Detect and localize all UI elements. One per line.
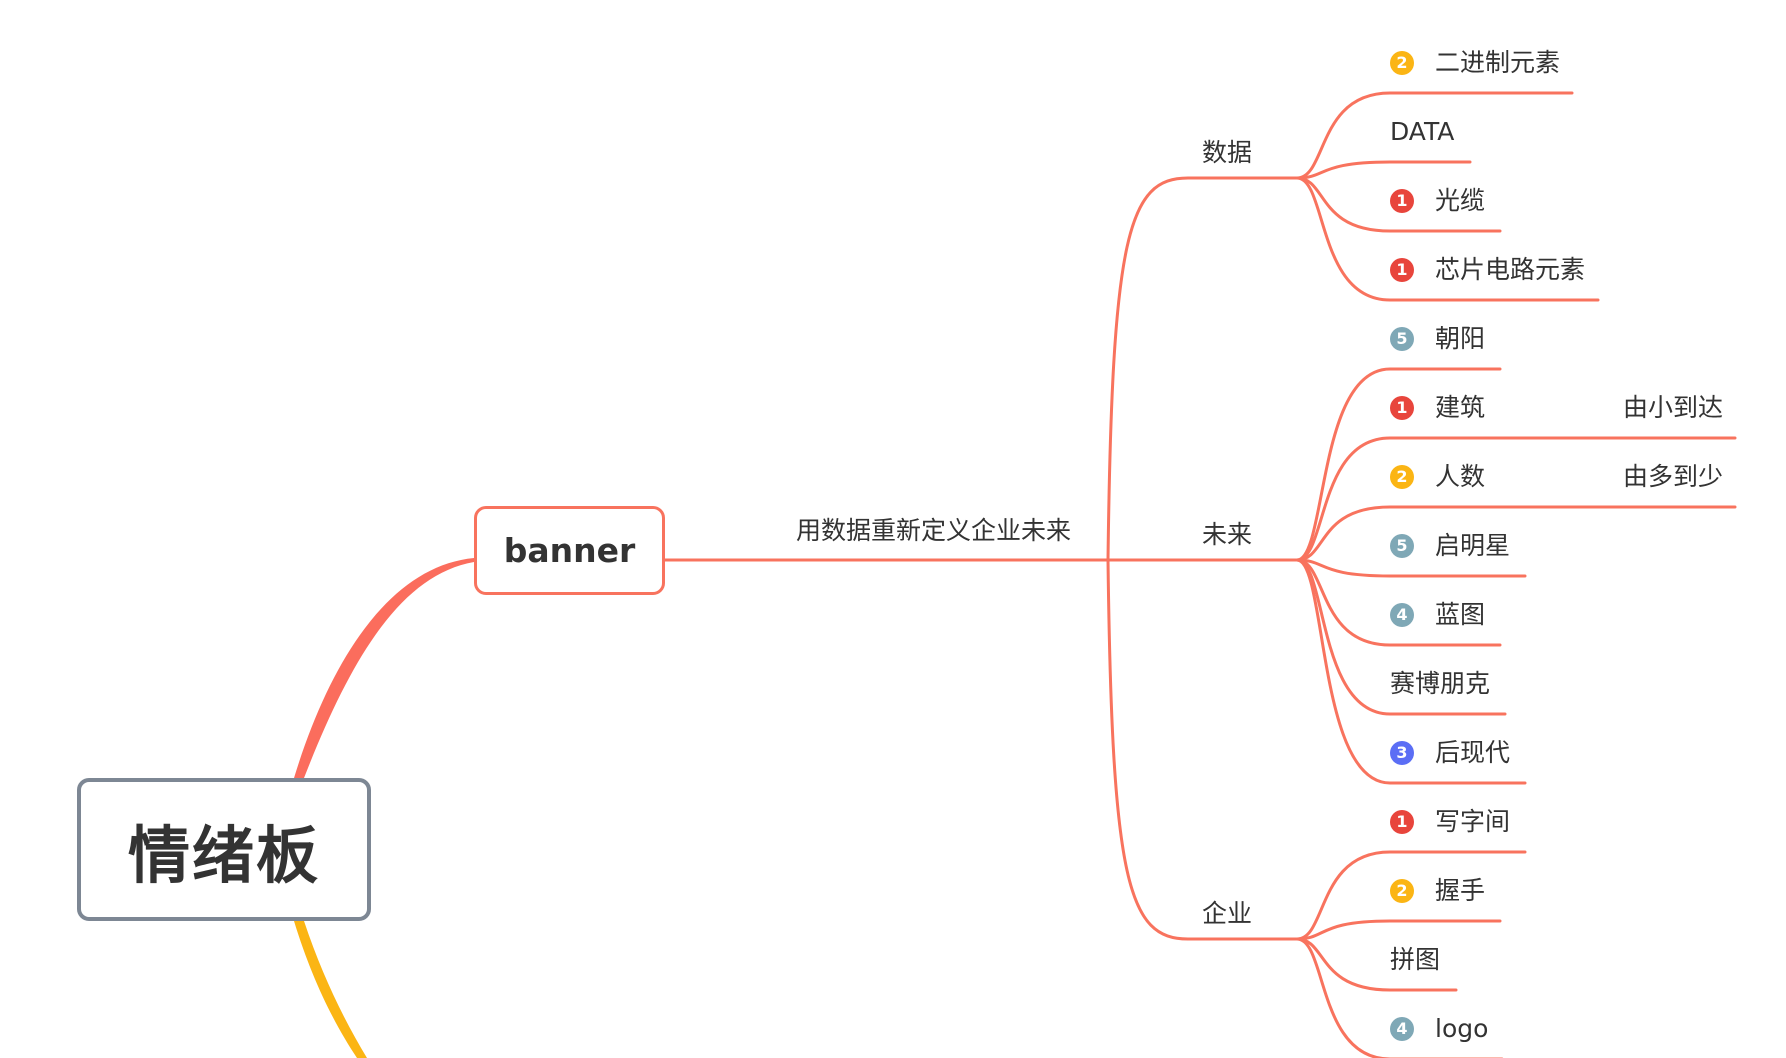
subtopic-connector: [1295, 176, 1502, 233]
subtopic-label[interactable]: 光缆: [1435, 186, 1486, 215]
topic-connector: [1106, 558, 1299, 941]
root-topic[interactable]: 情绪板: [77, 778, 371, 921]
subtopic-label[interactable]: 后现代: [1435, 738, 1511, 767]
priority-1-icon: 1: [1390, 258, 1414, 282]
subtopic-connector: [1295, 558, 1527, 785]
priority-5-icon: 5: [1390, 534, 1414, 558]
subtopic-connector: [1295, 558, 1502, 647]
subtopic-connector: [1295, 850, 1527, 941]
topic-connector: [1106, 176, 1299, 562]
subtopic-connector: [1295, 919, 1502, 941]
subtopic-connector: [1295, 176, 1600, 302]
priority-3-icon: 3: [1390, 741, 1414, 765]
priority-4-icon: 4: [1390, 1017, 1414, 1041]
topic-label[interactable]: 未来: [1202, 520, 1253, 549]
subtopic-label[interactable]: logo: [1435, 1014, 1489, 1043]
banner-relation-label[interactable]: 用数据重新定义企业未来: [796, 516, 1072, 545]
priority-2-icon: 2: [1390, 51, 1414, 75]
banner-topic-label: banner: [503, 531, 636, 570]
subtopic-connector: [1295, 937, 1504, 1058]
subtopic-connector: [1295, 436, 1737, 562]
subtopic-connector: [1295, 91, 1574, 180]
priority-1-icon: 1: [1390, 396, 1414, 420]
subtopic-label[interactable]: 芯片电路元素: [1435, 255, 1586, 284]
priority-2-icon: 2: [1390, 465, 1414, 489]
subtopic-connector: [1295, 937, 1458, 992]
priority-1-icon: 1: [1390, 810, 1414, 834]
subtopic-label[interactable]: 二进制元素: [1435, 48, 1561, 77]
subtopic-label[interactable]: 拼图: [1390, 945, 1441, 974]
priority-4-icon: 4: [1390, 603, 1414, 627]
root-upper-branch: [294, 558, 474, 778]
subtopic-label[interactable]: 朝阳: [1435, 324, 1486, 353]
subtopic-label[interactable]: DATA: [1390, 117, 1455, 146]
subtopic-label[interactable]: 建筑: [1435, 393, 1486, 422]
subtopic-connector: [1295, 505, 1737, 562]
subtopic-label[interactable]: 蓝图: [1435, 600, 1486, 629]
banner-topic[interactable]: banner: [474, 506, 665, 595]
root-lower-branch: [294, 921, 367, 1058]
subtopic-label[interactable]: 握手: [1435, 876, 1486, 905]
subtopic-note[interactable]: 由多到少: [1623, 462, 1724, 491]
subtopic-connector: [1295, 160, 1472, 180]
topic-label[interactable]: 企业: [1202, 899, 1253, 928]
subtopic-label[interactable]: 写字间: [1435, 807, 1511, 836]
subtopic-note[interactable]: 由小到达: [1623, 393, 1724, 422]
subtopic-label[interactable]: 启明星: [1435, 531, 1511, 560]
subtopic-label[interactable]: 赛博朋克: [1390, 669, 1491, 698]
subtopic-connector: [1295, 558, 1527, 578]
subtopic-connector: [1295, 367, 1502, 562]
priority-1-icon: 1: [1390, 189, 1414, 213]
topic-label[interactable]: 数据: [1202, 138, 1253, 167]
root-topic-label: 情绪板: [127, 818, 320, 892]
subtopic-label[interactable]: 人数: [1435, 462, 1486, 491]
priority-2-icon: 2: [1390, 879, 1414, 903]
priority-5-icon: 5: [1390, 327, 1414, 351]
